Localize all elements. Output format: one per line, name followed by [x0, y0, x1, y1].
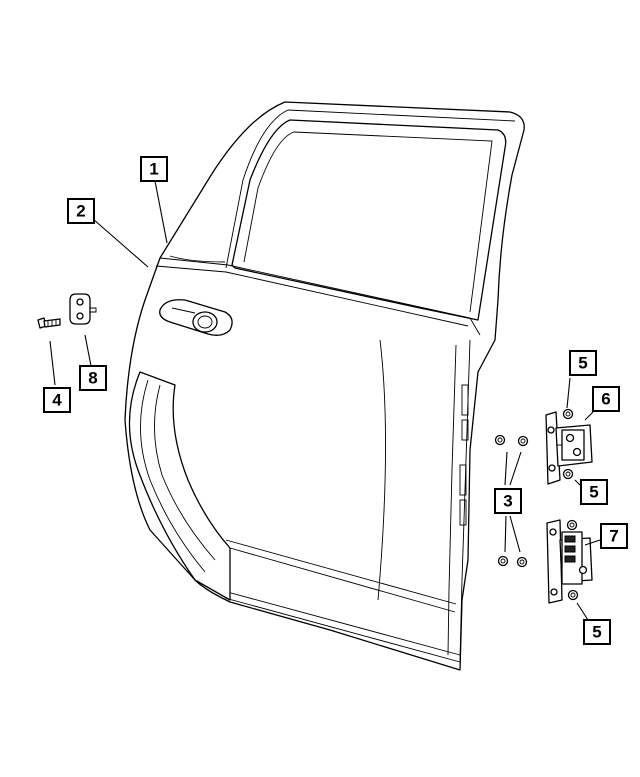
callout-8-label: 8 — [88, 369, 97, 388]
hinge-nuts-part-5 — [562, 408, 579, 601]
callout-7: 7 — [600, 523, 628, 549]
callout-7-label: 7 — [609, 527, 618, 546]
callout-3: 3 — [494, 488, 522, 514]
callout-5-bottom: 5 — [583, 619, 611, 645]
callout-6-label: 6 — [601, 390, 610, 409]
rear-door-shell — [124, 101, 525, 671]
callout-4-label: 4 — [52, 391, 62, 410]
door-handle — [159, 299, 233, 336]
callout-1-label: 1 — [149, 160, 158, 179]
lower-hinge-part-7 — [546, 519, 593, 604]
callout-5-top: 5 — [569, 350, 597, 376]
callout-5-bottom-label: 5 — [592, 623, 601, 642]
callout-8: 8 — [79, 365, 107, 391]
callout-1: 1 — [140, 156, 168, 182]
leader-lines — [49, 180, 601, 621]
callout-3-label: 3 — [503, 492, 512, 511]
callout-2: 2 — [67, 198, 95, 224]
door-striker-part-8 — [69, 293, 97, 325]
upper-hinge-part-6 — [545, 411, 593, 485]
screw-part-4 — [37, 317, 61, 329]
hinge-bolts-part-3 — [494, 434, 529, 568]
callout-4: 4 — [43, 387, 71, 413]
callout-6: 6 — [592, 386, 620, 412]
callout-2-label: 2 — [76, 202, 85, 221]
callout-5-top-label: 5 — [578, 354, 587, 373]
callout-5-middle-label: 5 — [589, 483, 598, 502]
callout-5-middle: 5 — [580, 479, 608, 505]
